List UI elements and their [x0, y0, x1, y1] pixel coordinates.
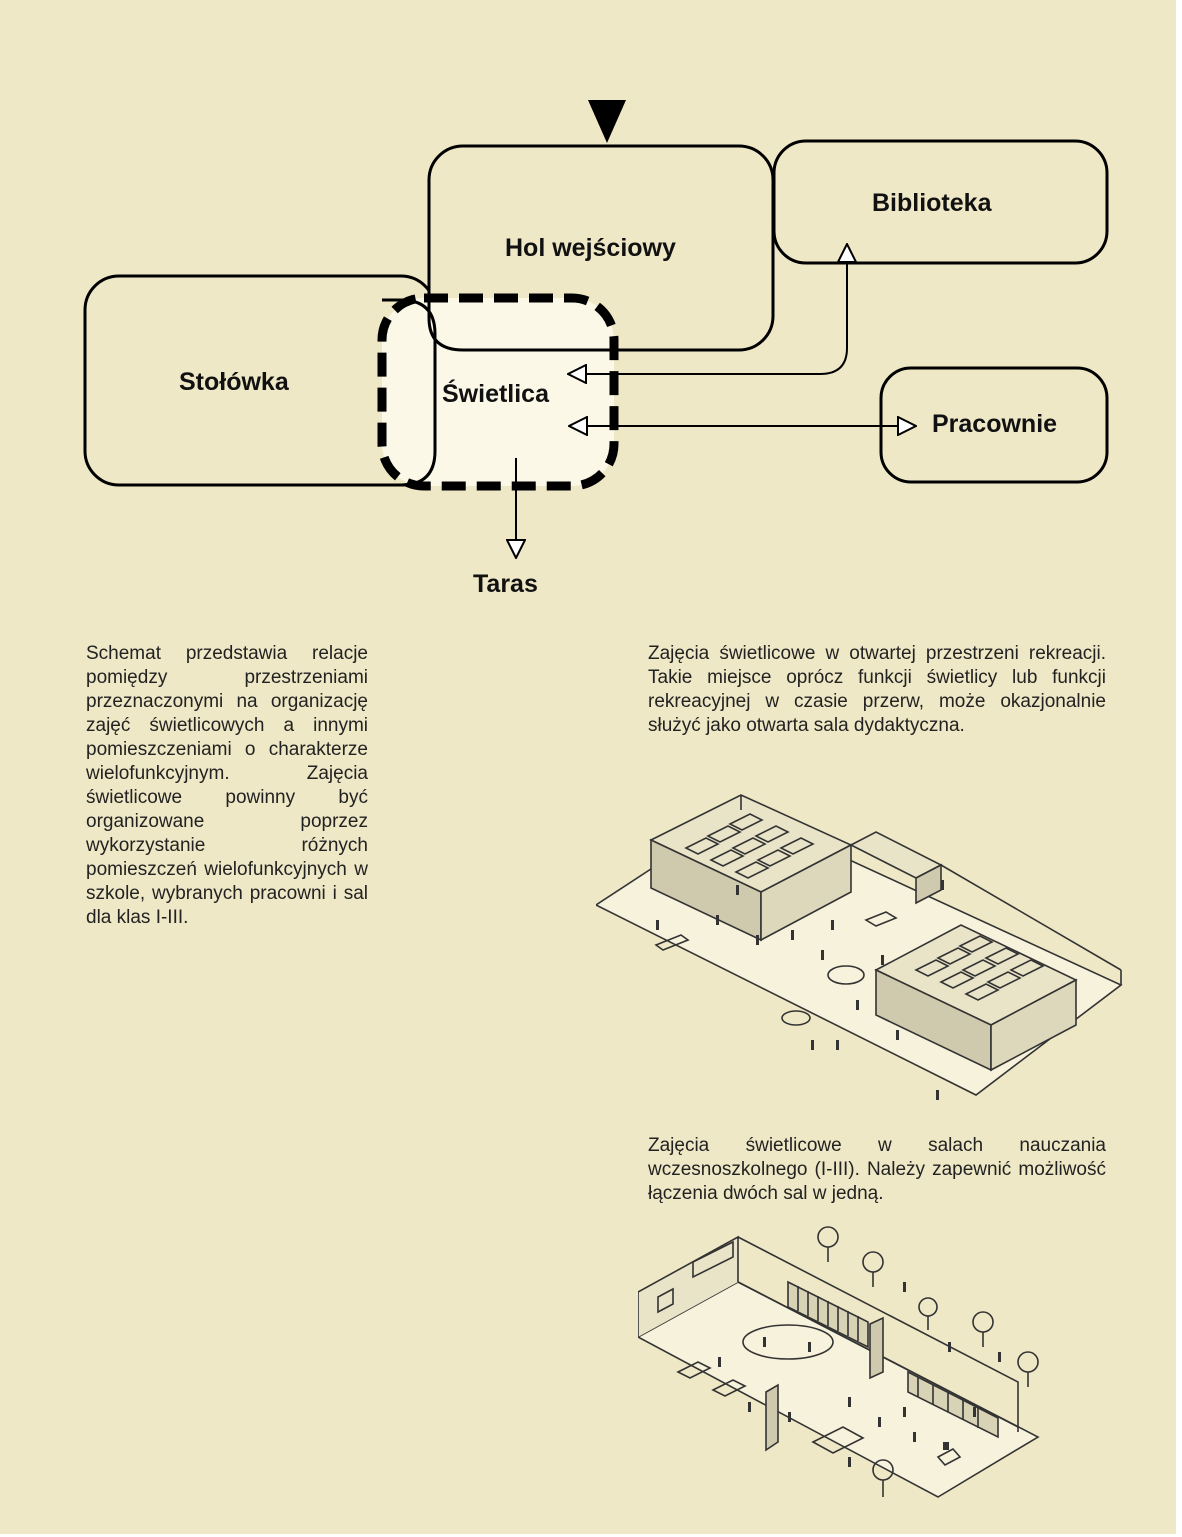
label-biblioteka: Biblioteka: [872, 189, 992, 217]
label-hol: Hol wejściowy: [505, 234, 676, 262]
label-pracownie: Pracownie: [932, 410, 1058, 438]
caption-open-recreation: Zajęcia świetlicowe w otwartej przestrze…: [648, 643, 1106, 736]
label-swietlica: Świetlica: [442, 380, 549, 408]
diagram-canvas: [83, 100, 1109, 620]
label-taras: Taras: [473, 570, 538, 598]
diagram-description: Schemat przedstawia relacje pomiędzy prz…: [86, 643, 368, 928]
label-stolowka: Stołówka: [179, 368, 289, 396]
entrance-arrow-icon: [588, 100, 626, 143]
arrow-swietlica-biblioteka: [568, 244, 848, 374]
isometric-classroom-icon: [636, 1226, 1040, 1498]
caption-early-school: Zajęcia świetlicowe w salach nauczania w…: [648, 1135, 1106, 1204]
illustration-open-recreation: [594, 770, 1126, 1110]
isometric-drawing-icon: [594, 794, 1123, 1100]
relationship-diagram: Hol wejściowy Biblioteka Stołówka Świetl…: [0, 0, 1182, 620]
illustration-early-school: [636, 1222, 1108, 1532]
box-biblioteka: [772, 139, 1109, 265]
